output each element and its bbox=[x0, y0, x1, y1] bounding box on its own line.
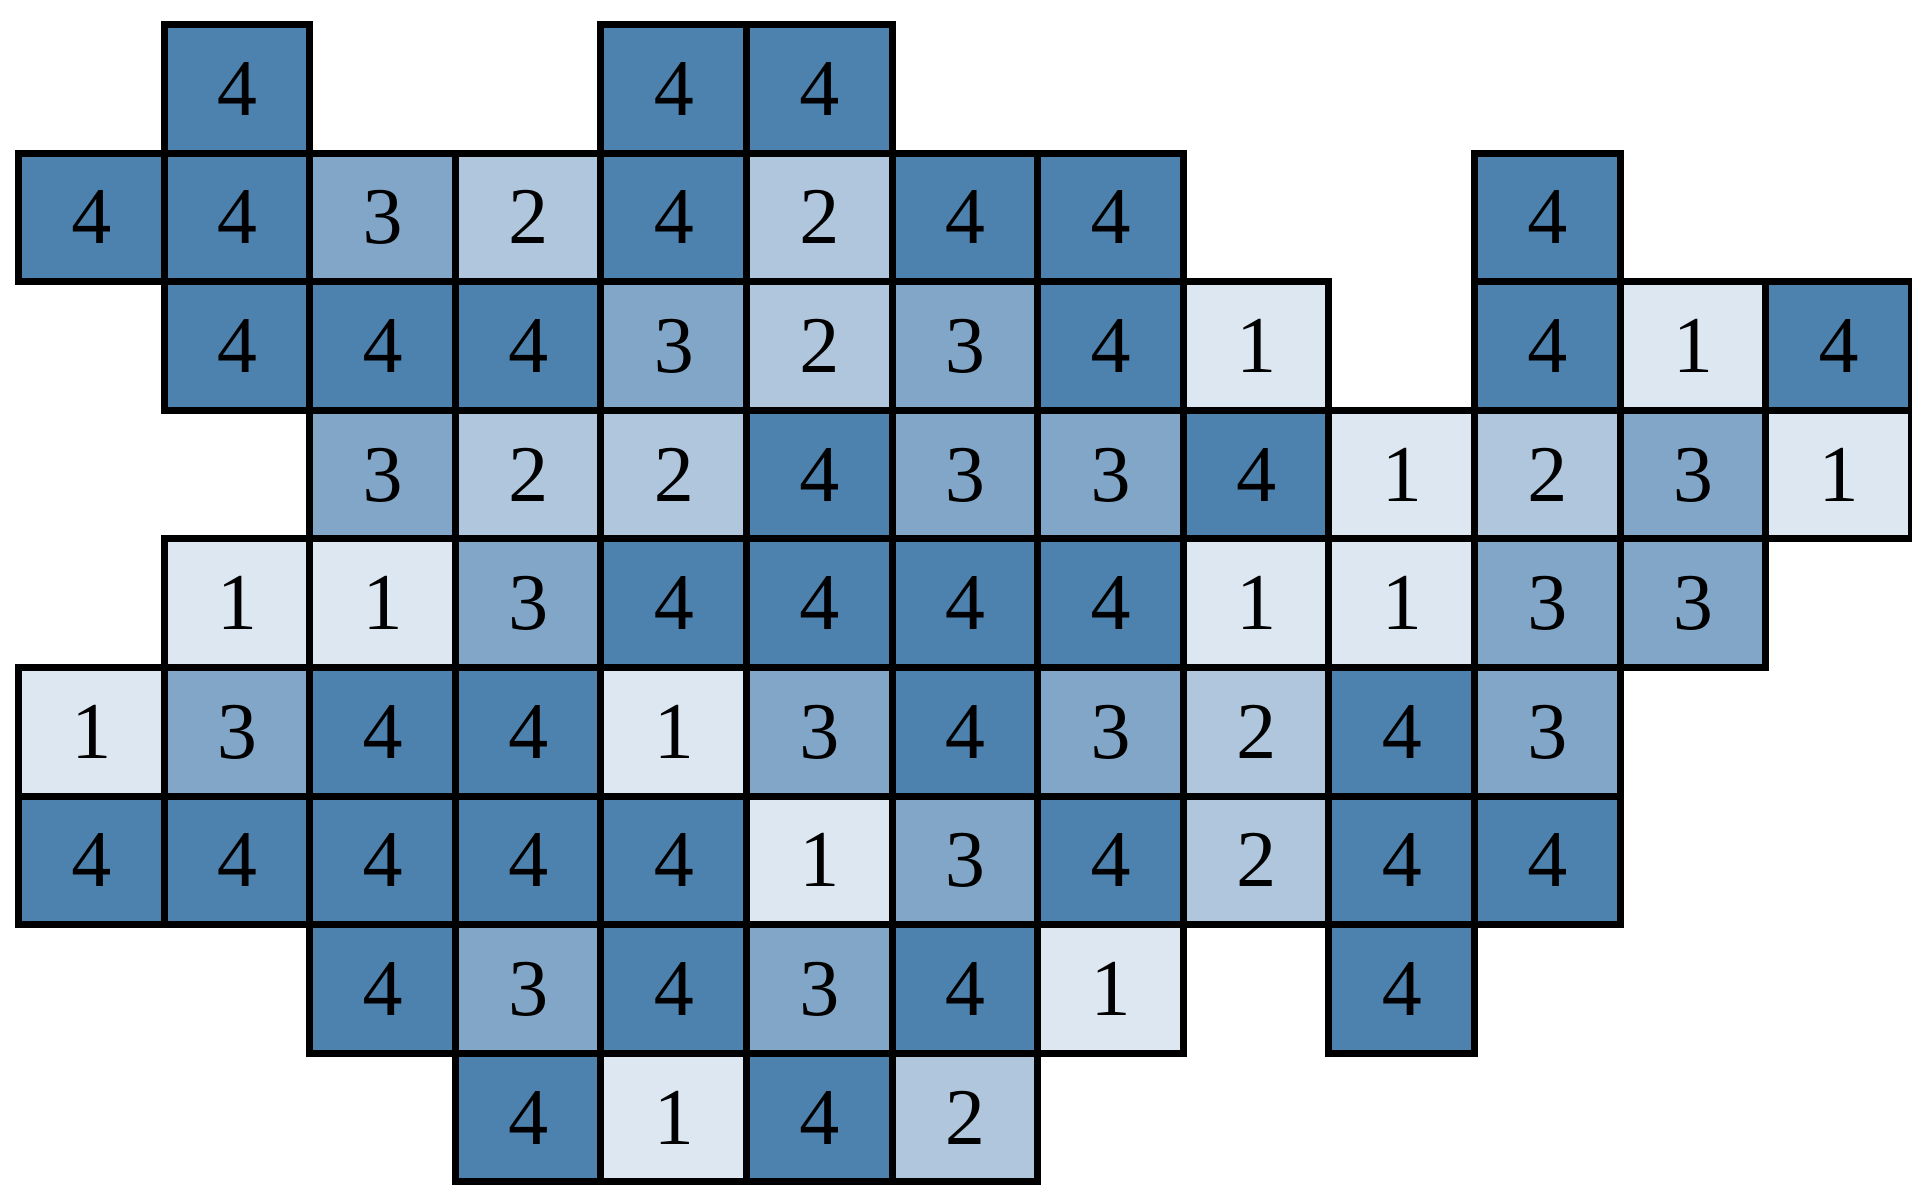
grid-cell-r4c1[interactable]: 1 bbox=[160, 535, 314, 671]
grid-cell-r5c7[interactable]: 3 bbox=[1034, 664, 1187, 800]
grid-cell-r7c7[interactable]: 1 bbox=[1034, 921, 1187, 1057]
grid-cell-r6c0[interactable]: 4 bbox=[15, 792, 168, 929]
grid-cell-r8c6[interactable]: 2 bbox=[888, 1049, 1042, 1186]
grid-cell-r5c3[interactable]: 4 bbox=[451, 664, 605, 800]
grid-cell-r4c6[interactable]: 4 bbox=[888, 535, 1042, 671]
grid-cell-r4c7[interactable]: 4 bbox=[1034, 535, 1187, 671]
grid-cell-r3c7[interactable]: 3 bbox=[1034, 406, 1187, 543]
grid-cell-r8c4[interactable]: 1 bbox=[597, 1049, 750, 1186]
grid-cell-r4c5[interactable]: 4 bbox=[743, 535, 896, 671]
grid-cell-r0c1[interactable]: 4 bbox=[160, 21, 314, 157]
grid-cell-r4c10[interactable]: 3 bbox=[1471, 535, 1624, 671]
grid-cell-r6c8[interactable]: 2 bbox=[1179, 792, 1333, 929]
grid-cell-r4c3[interactable]: 3 bbox=[451, 535, 605, 671]
grid-cell-r2c7[interactable]: 4 bbox=[1034, 278, 1187, 414]
grid-cell-r2c11[interactable]: 1 bbox=[1616, 278, 1770, 414]
grid-cell-r4c2[interactable]: 1 bbox=[306, 535, 459, 671]
grid-cell-r6c4[interactable]: 4 bbox=[597, 792, 750, 929]
grid-cell-r4c9[interactable]: 1 bbox=[1325, 535, 1478, 671]
grid-cell-r2c10[interactable]: 4 bbox=[1471, 278, 1624, 414]
grid-cell-r5c2[interactable]: 4 bbox=[306, 664, 459, 800]
grid-cell-r6c1[interactable]: 4 bbox=[160, 792, 314, 929]
grid-cell-r1c2[interactable]: 3 bbox=[306, 149, 459, 286]
grid-cell-r2c8[interactable]: 1 bbox=[1179, 278, 1333, 414]
grid-cell-r5c4[interactable]: 1 bbox=[597, 664, 750, 800]
grid-cell-r3c5[interactable]: 4 bbox=[743, 406, 896, 543]
grid-cell-r3c4[interactable]: 2 bbox=[597, 406, 750, 543]
grid-cell-r6c7[interactable]: 4 bbox=[1034, 792, 1187, 929]
grid-cell-r2c1[interactable]: 4 bbox=[160, 278, 314, 414]
grid-cell-r3c12[interactable]: 1 bbox=[1762, 406, 1912, 543]
grid-cell-r1c10[interactable]: 4 bbox=[1471, 149, 1624, 286]
grid-cell-r3c9[interactable]: 1 bbox=[1325, 406, 1478, 543]
grid-cell-r2c2[interactable]: 4 bbox=[306, 278, 459, 414]
grid-cell-r6c10[interactable]: 4 bbox=[1471, 792, 1624, 929]
grid-cell-r1c4[interactable]: 4 bbox=[597, 149, 750, 286]
grid-cell-r1c3[interactable]: 2 bbox=[451, 149, 605, 286]
grid-cell-r6c9[interactable]: 4 bbox=[1325, 792, 1478, 929]
grid-cell-r8c5[interactable]: 4 bbox=[743, 1049, 896, 1186]
grid-cell-r4c8[interactable]: 1 bbox=[1179, 535, 1333, 671]
grid-cell-r8c3[interactable]: 4 bbox=[451, 1049, 605, 1186]
grid-cell-r6c2[interactable]: 4 bbox=[306, 792, 459, 929]
grid-cell-r7c5[interactable]: 3 bbox=[743, 921, 896, 1057]
grid-cell-r5c0[interactable]: 1 bbox=[15, 664, 168, 800]
grid-cell-r6c6[interactable]: 3 bbox=[888, 792, 1042, 929]
grid-cell-r0c4[interactable]: 4 bbox=[597, 21, 750, 157]
grid-cell-r4c4[interactable]: 4 bbox=[597, 535, 750, 671]
grid-cell-r7c3[interactable]: 3 bbox=[451, 921, 605, 1057]
grid-cell-r7c6[interactable]: 4 bbox=[888, 921, 1042, 1057]
grid-cell-r6c3[interactable]: 4 bbox=[451, 792, 605, 929]
grid-cell-r1c1[interactable]: 4 bbox=[160, 149, 314, 286]
grid-cell-r2c4[interactable]: 3 bbox=[597, 278, 750, 414]
grid-cell-r5c1[interactable]: 3 bbox=[160, 664, 314, 800]
grid-cell-r6c5[interactable]: 1 bbox=[743, 792, 896, 929]
grid-cell-r5c9[interactable]: 4 bbox=[1325, 664, 1478, 800]
grid-cell-r3c10[interactable]: 2 bbox=[1471, 406, 1624, 543]
grid-cell-r5c10[interactable]: 3 bbox=[1471, 664, 1624, 800]
grid-cell-r5c6[interactable]: 4 bbox=[888, 664, 1042, 800]
grid-cell-r5c8[interactable]: 2 bbox=[1179, 664, 1333, 800]
grid-cell-r4c11[interactable]: 3 bbox=[1616, 535, 1770, 671]
grid-cell-r1c5[interactable]: 2 bbox=[743, 149, 896, 286]
grid-cell-r1c0[interactable]: 4 bbox=[15, 149, 168, 286]
grid-cell-r3c8[interactable]: 4 bbox=[1179, 406, 1333, 543]
grid-cell-r3c6[interactable]: 3 bbox=[888, 406, 1042, 543]
grid-cell-r2c6[interactable]: 3 bbox=[888, 278, 1042, 414]
grid-cell-r3c2[interactable]: 3 bbox=[306, 406, 459, 543]
grid-cell-r1c7[interactable]: 4 bbox=[1034, 149, 1187, 286]
grid-cell-r5c5[interactable]: 3 bbox=[743, 664, 896, 800]
grid-cell-r3c3[interactable]: 2 bbox=[451, 406, 605, 543]
grid-cell-r2c3[interactable]: 4 bbox=[451, 278, 605, 414]
grid-cell-r7c4[interactable]: 4 bbox=[597, 921, 750, 1057]
grid-cell-r2c12[interactable]: 4 bbox=[1762, 278, 1912, 414]
grid-cell-r0c5[interactable]: 4 bbox=[743, 21, 896, 157]
grid-cell-r1c6[interactable]: 4 bbox=[888, 149, 1042, 286]
grid-cell-r2c5[interactable]: 2 bbox=[743, 278, 896, 414]
grid-cell-r7c9[interactable]: 4 bbox=[1325, 921, 1478, 1057]
grid-cell-r7c2[interactable]: 4 bbox=[306, 921, 459, 1057]
grid-cell-r3c11[interactable]: 3 bbox=[1616, 406, 1770, 543]
